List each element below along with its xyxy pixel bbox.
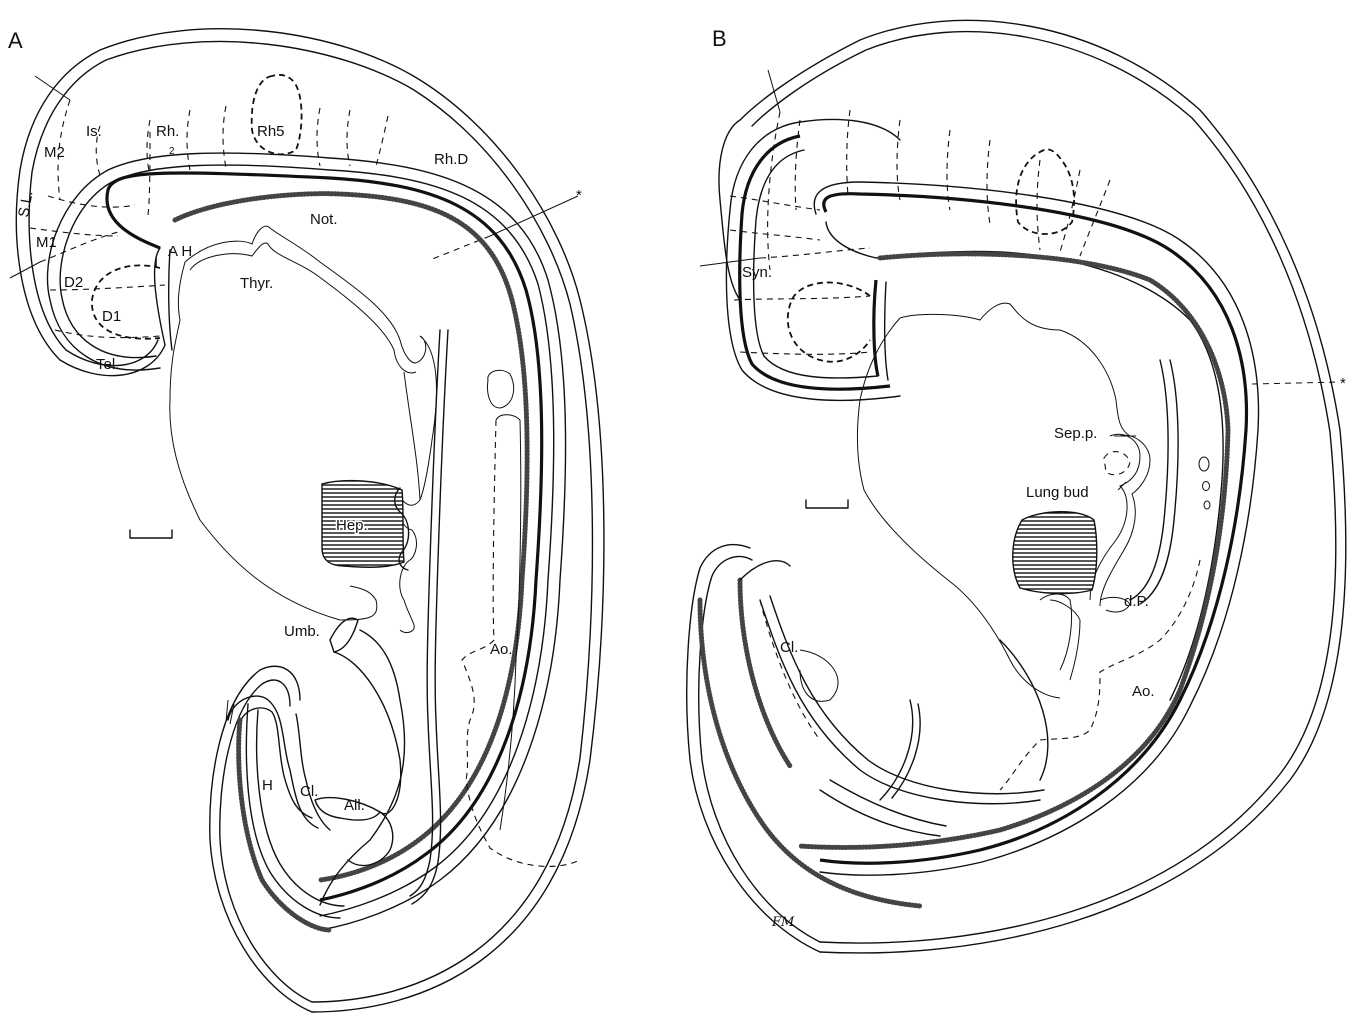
panel-b-vessel-3 xyxy=(1204,501,1210,509)
label-i: I xyxy=(154,254,158,271)
panel-b-section-lines xyxy=(700,70,1340,384)
panel-a-section-lines xyxy=(10,75,578,339)
label-rh-sub: 2 xyxy=(169,146,175,157)
panel-a: A xyxy=(8,28,604,1012)
label-umb: Umb. xyxy=(284,623,320,640)
panel-a-labels: Is. Rh. 2 Rh5 Rh.D M2 S.L. M1 D2 D1 Tel.… xyxy=(15,123,582,814)
panel-b-outer-outline xyxy=(687,20,1346,953)
label-hep: Hep. xyxy=(336,517,368,534)
panel-b-vessel-1 xyxy=(1199,457,1209,471)
label-dp: d.P. xyxy=(1124,593,1149,610)
label-syn: Syn. xyxy=(742,264,772,281)
label-cl: Cl. xyxy=(300,783,318,800)
panel-b-liver-hatch xyxy=(1013,512,1097,594)
label-is: Is. xyxy=(86,123,102,140)
label-d2: D2 xyxy=(64,274,83,291)
label-m1: M1 xyxy=(36,234,57,251)
label-lungbud: Lung bud xyxy=(1026,484,1089,501)
label-thyr: Thyr. xyxy=(240,275,273,292)
label-all: All. xyxy=(344,797,365,814)
label-d1: D1 xyxy=(102,308,121,325)
label-m2: M2 xyxy=(44,144,65,161)
panel-a-letter: A xyxy=(8,28,23,53)
label-star-a: * xyxy=(576,187,582,204)
label-ah: A H xyxy=(168,243,192,260)
label-rhd: Rh.D xyxy=(434,151,468,168)
label-rh5: Rh5 xyxy=(257,123,285,140)
panel-b-scale-bar xyxy=(806,500,848,508)
artist-signature: FM xyxy=(771,915,795,930)
panel-a-scale-bar xyxy=(130,530,172,538)
panel-b-letter: B xyxy=(712,26,727,51)
label-ao: Ao. xyxy=(490,641,513,658)
label-rh: Rh. xyxy=(156,123,179,140)
panel-b: B xyxy=(687,20,1346,953)
panel-b-vessel-2 xyxy=(1203,482,1210,491)
label-star-b: * xyxy=(1340,375,1346,392)
label-tel: Tel. xyxy=(96,356,119,373)
label-ao-b: Ao. xyxy=(1132,683,1155,700)
panel-b-neural-tube xyxy=(726,119,1258,875)
label-not: Not. xyxy=(310,211,338,228)
label-sepp: Sep.p. xyxy=(1054,425,1097,442)
label-h: H xyxy=(262,777,273,794)
label-sl: S.L. xyxy=(15,189,36,218)
panel-a-neural-tube xyxy=(47,153,565,930)
label-cl-b: Cl. xyxy=(780,639,798,656)
